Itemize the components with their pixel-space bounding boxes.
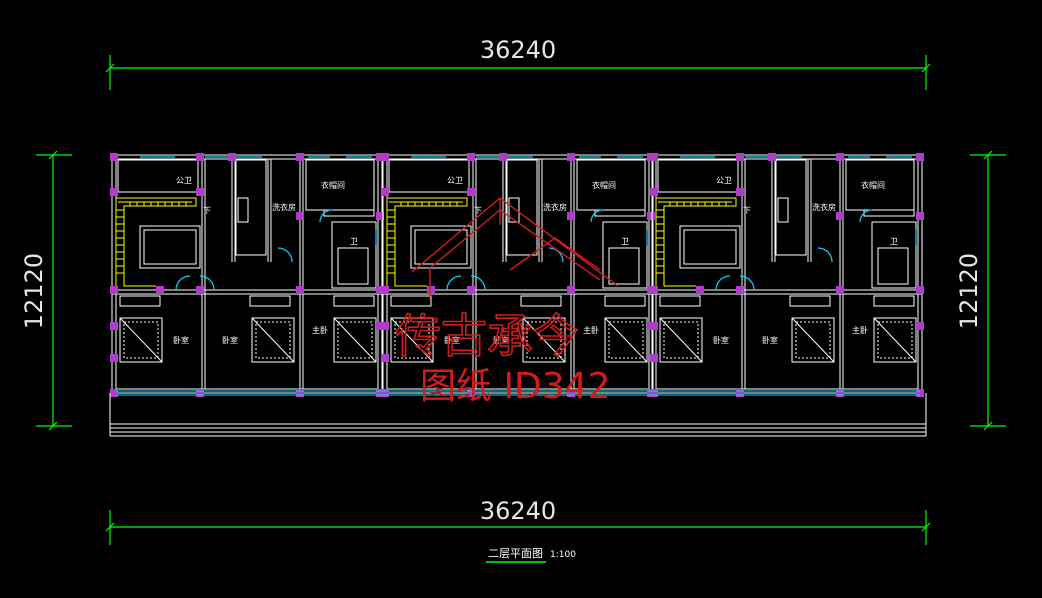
room-label-master-bath: 卫	[621, 237, 629, 246]
stair	[655, 197, 737, 290]
room-label-bathroom: 公卫	[716, 176, 732, 185]
stair-down-label: 下	[743, 206, 751, 215]
dimension-right-label: 12120	[955, 253, 983, 329]
room-label-bedroom-1: 卧室	[173, 335, 189, 345]
room-label-master-bedroom: 主卧	[583, 325, 599, 335]
room-label-master-bath: 卫	[890, 237, 898, 246]
windows	[680, 156, 917, 291]
room-label-laundry: 洗衣房	[812, 202, 836, 212]
room-label-cloakroom: 衣帽间	[321, 180, 345, 190]
balcony-window-line	[116, 390, 920, 396]
room-label-bedroom-1: 卧室	[713, 335, 729, 345]
dimension-top	[105, 55, 931, 90]
windows	[140, 156, 377, 291]
dimension-left	[36, 150, 72, 431]
walls	[651, 154, 923, 394]
room-label-master-bath: 卫	[350, 237, 358, 246]
room-label-laundry: 洗衣房	[272, 202, 296, 212]
room-label-bedroom-2: 卧室	[222, 335, 238, 345]
balcony-rail	[109, 393, 927, 437]
dimension-bottom-label: 36240	[480, 497, 556, 525]
watermark-id: 图纸 ID342	[420, 366, 611, 407]
drawing-scale: 1:100	[550, 550, 576, 560]
dimension-bottom	[105, 510, 931, 545]
dimension-left-label: 12120	[20, 253, 48, 329]
columns	[110, 153, 384, 397]
watermark-roof-logo	[411, 197, 619, 300]
room-label-bathroom: 公卫	[176, 176, 192, 185]
columns	[650, 153, 924, 397]
stair	[386, 197, 468, 290]
room-label-bedroom-2: 卧室	[762, 335, 778, 345]
watermark-brand: 传古承今	[395, 309, 579, 363]
stair-down-label: 下	[474, 206, 482, 215]
room-label-master-bedroom: 主卧	[852, 325, 868, 335]
stair-down-label: 下	[203, 206, 211, 215]
room-label-bathroom: 公卫	[447, 176, 463, 185]
room-label-cloakroom: 衣帽间	[592, 180, 616, 190]
dimension-top-label: 36240	[480, 36, 556, 64]
stair	[115, 197, 197, 290]
room-label-bedroom-1: 卧室	[444, 335, 460, 345]
room-label-cloakroom: 衣帽间	[861, 180, 885, 190]
room-label-laundry: 洗衣房	[543, 202, 567, 212]
room-label-bedroom-2: 卧室	[493, 335, 509, 345]
windows	[411, 156, 648, 291]
drawing-title: 二层平面图	[488, 547, 543, 560]
dimension-right	[970, 150, 1006, 431]
walls	[111, 154, 383, 394]
room-label-master-bedroom: 主卧	[312, 325, 328, 335]
